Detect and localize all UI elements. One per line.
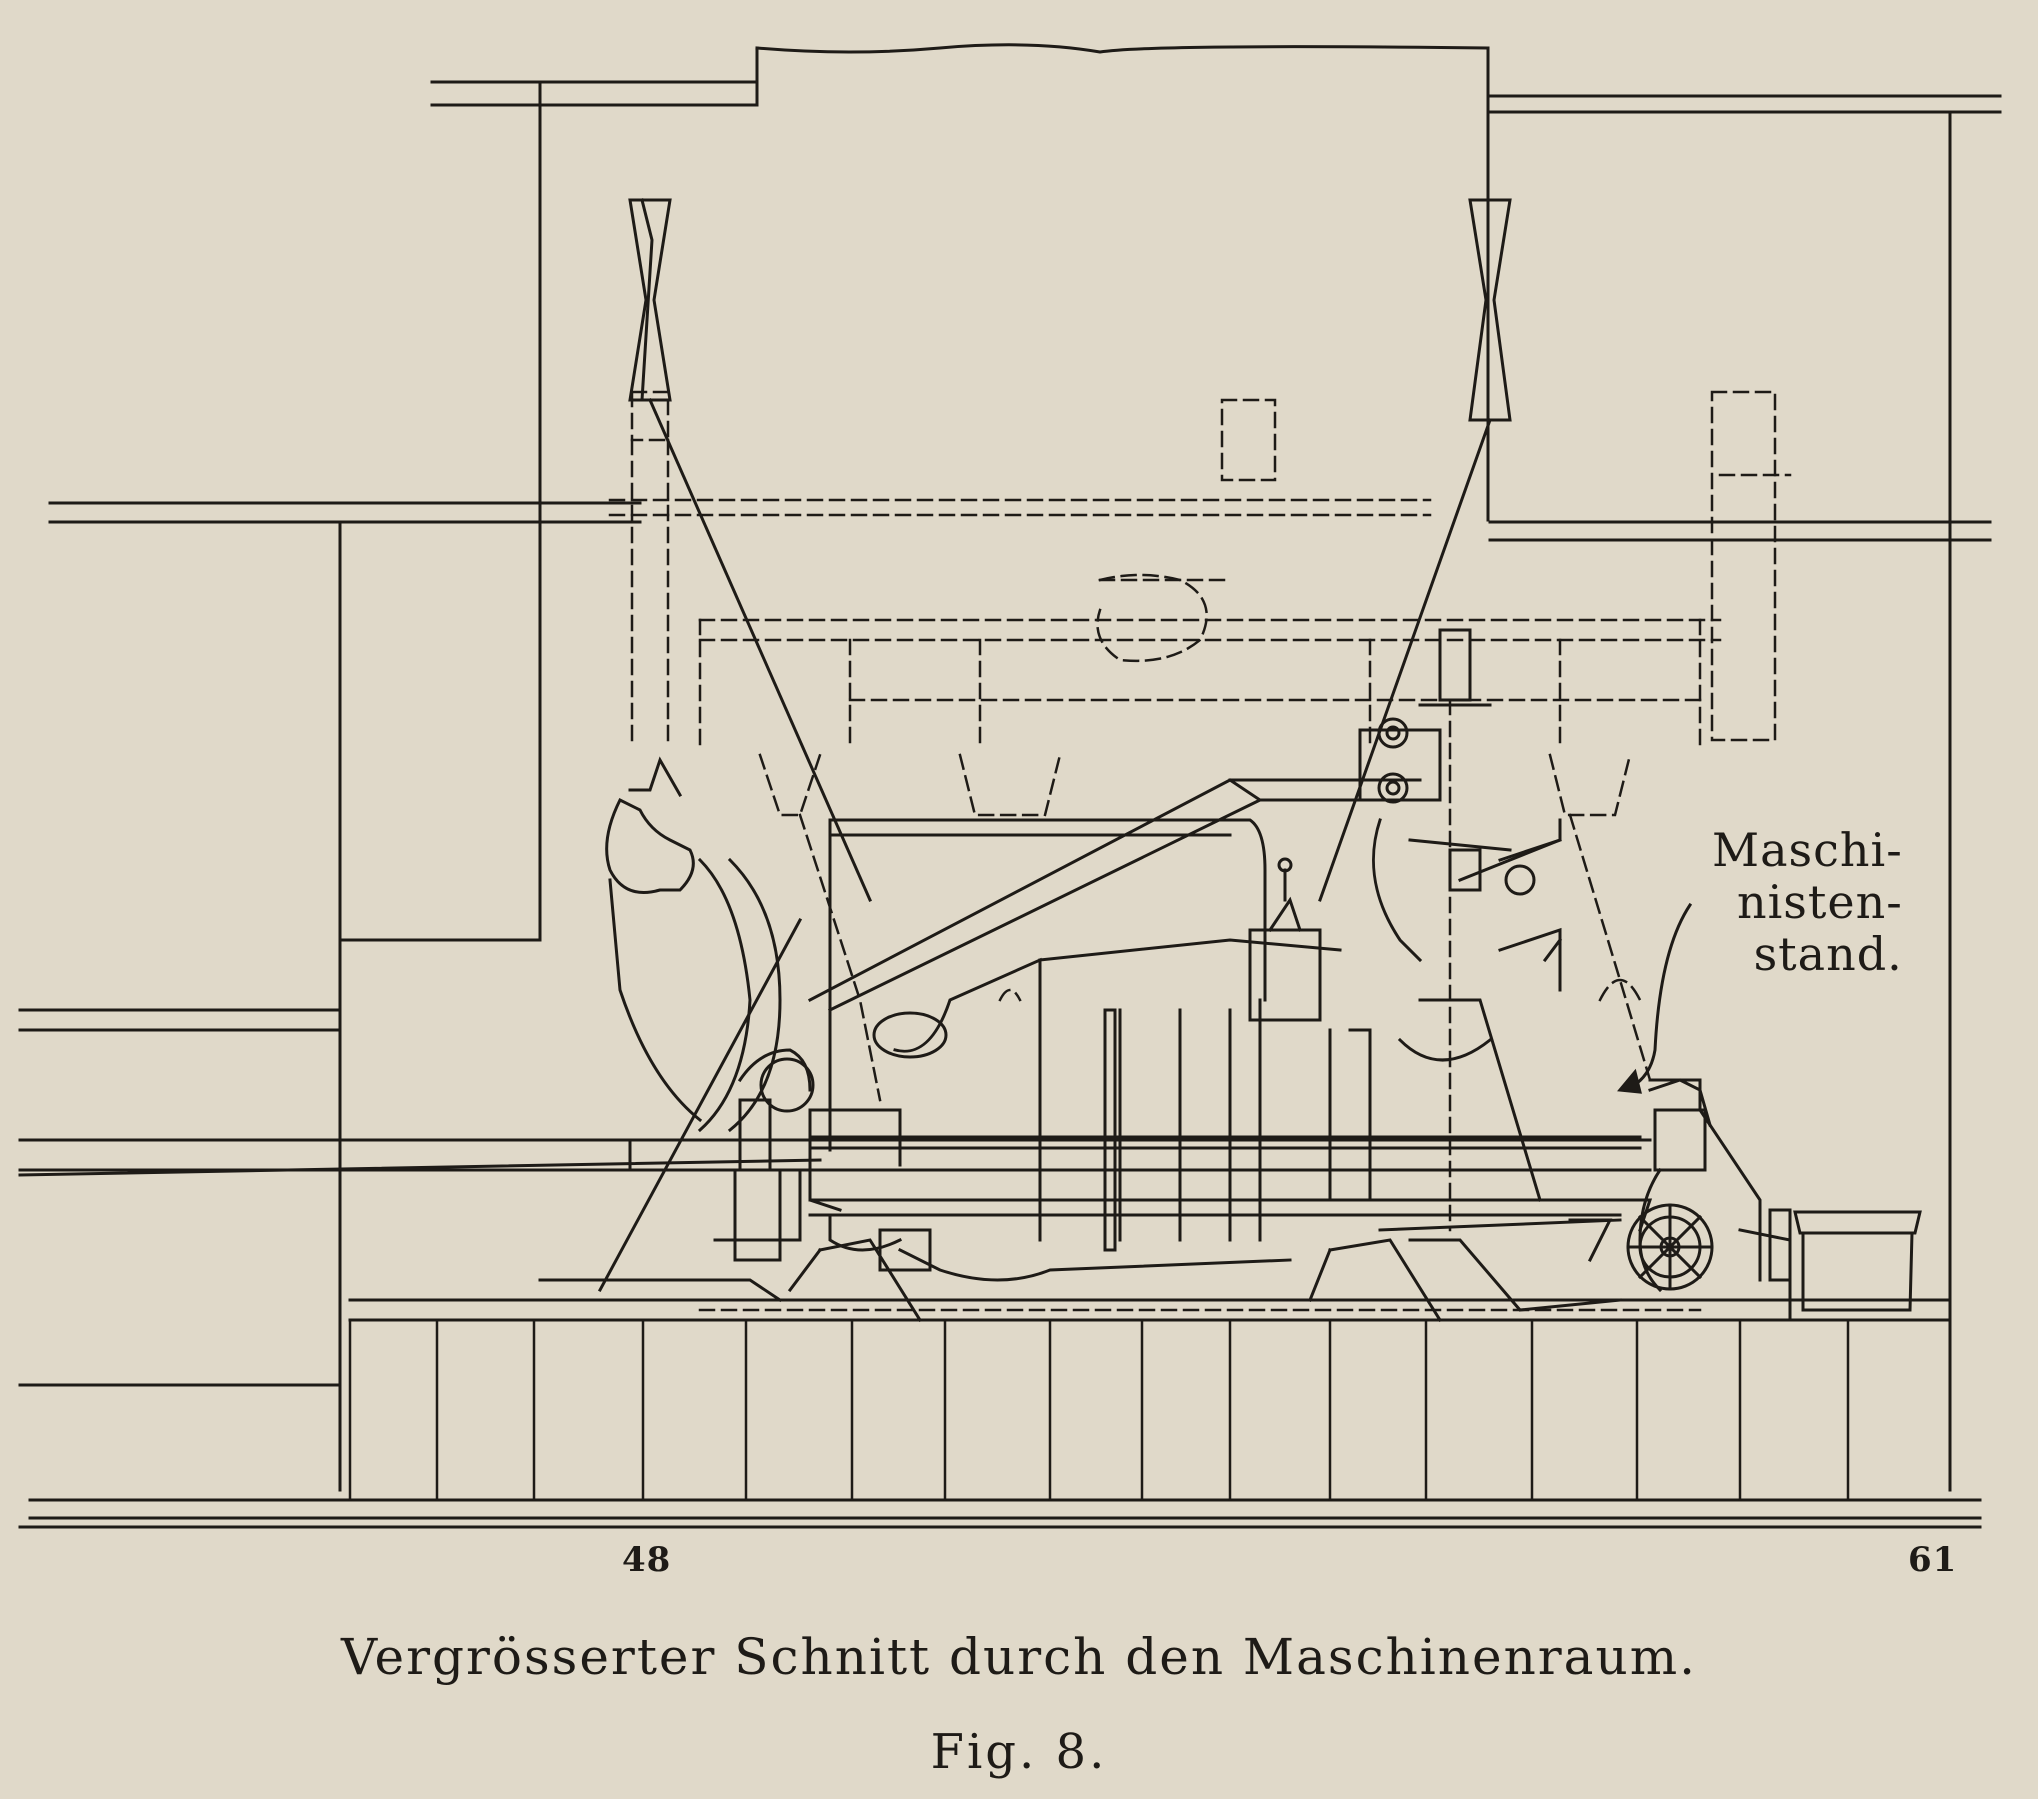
main-engine — [18, 628, 1652, 1323]
dashed-hidden-structure — [538, 103, 1792, 1312]
engineer-stand-label-line-1: Maschi- — [1712, 823, 1903, 877]
engine-foundation — [18, 1278, 1982, 1529]
figure-number: Fig. 8. — [930, 1724, 1108, 1780]
frame-number-right: 61 — [1908, 1540, 1958, 1580]
stays — [597, 198, 1512, 1293]
engineer-stand-arrow — [1617, 902, 1693, 1094]
bucket — [1793, 1210, 1922, 1312]
engineer-stand-label: Maschi- nisten- stand. — [1712, 824, 1903, 980]
frame-number-left: 48 — [622, 1540, 672, 1580]
engineer-stand-label-line-3: stand. — [1753, 927, 1903, 981]
engineer-stand-label-line-2: nisten- — [1736, 875, 1903, 929]
figure-caption: Vergrösserter Schnitt durch den Maschine… — [340, 1628, 1697, 1686]
left-bulkhead — [18, 80, 1992, 1492]
engineer-stand — [1378, 1078, 1792, 1322]
upper-deck-outline — [430, 43, 2002, 1492]
